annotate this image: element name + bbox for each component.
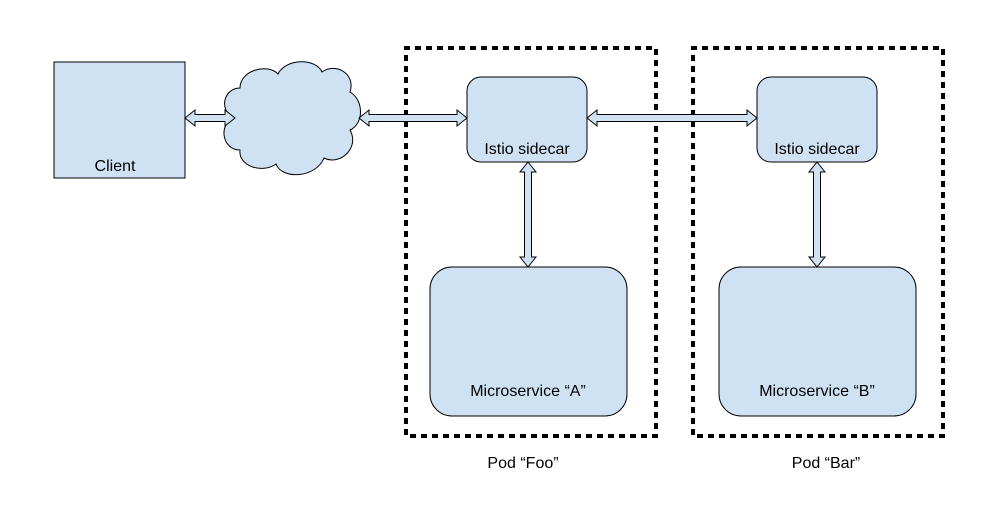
istio-sidecar-foo-label: Istio sidecar [484, 141, 570, 158]
pod-bar-boundary [691, 46, 945, 438]
microservice-b-label: Microservice “B” [759, 383, 875, 400]
pod-bar-label: Pod “Bar” [792, 455, 860, 472]
microservice-a-label: Microservice “A” [470, 383, 586, 400]
pod-foo-boundary [404, 46, 658, 438]
double-arrow-icon [518, 161, 538, 268]
double-arrow-icon [586, 108, 758, 128]
double-arrow-icon [358, 108, 468, 128]
cloud-icon [223, 61, 361, 176]
istio-sidecar-bar-label: Istio sidecar [774, 141, 860, 158]
pod-foo-label: Pod “Foo” [487, 455, 558, 472]
istio-sidecar-bar[interactable]: Istio sidecar [756, 76, 878, 163]
client-node[interactable]: Client [53, 61, 186, 179]
client-label: Client [95, 158, 136, 175]
double-arrow-icon [184, 108, 236, 128]
microservice-b[interactable]: Microservice “B” [718, 266, 917, 417]
double-arrow-icon [807, 161, 827, 268]
microservice-a[interactable]: Microservice “A” [429, 266, 628, 417]
istio-sidecar-foo[interactable]: Istio sidecar [466, 76, 588, 163]
